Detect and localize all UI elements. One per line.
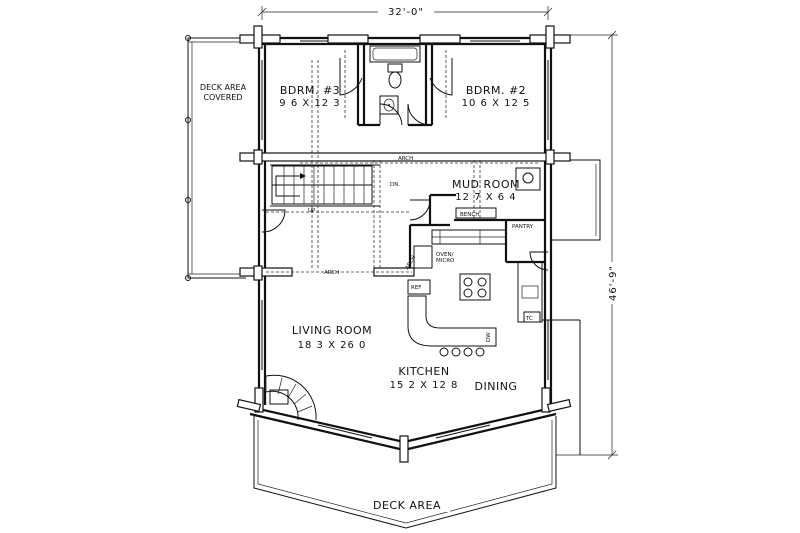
closets <box>344 50 447 120</box>
front-deck: DECK AREA <box>253 416 557 529</box>
width-dimension-label: 32'-0" <box>388 7 424 18</box>
living-room-size: 18 3 X 26 0 <box>298 340 367 351</box>
spiral-stair <box>265 374 317 421</box>
staircase: DN. UP <box>271 165 400 214</box>
living-room-label: LIVING ROOM <box>292 324 372 337</box>
tc-label: TC <box>525 316 533 322</box>
bench-label: BENCH <box>460 212 479 218</box>
doors <box>261 58 549 271</box>
oven-label: OVEN/ <box>436 252 454 258</box>
arch-top-label: ARCH <box>398 156 413 162</box>
micro-label: MICRO <box>436 258 455 264</box>
bedroom-2-label: BDRM. #2 <box>466 84 526 97</box>
bedroom-2-size: 10 6 X 12 5 <box>462 98 531 109</box>
kitchen-size: 15 2 X 12 8 <box>390 380 459 391</box>
covered-deck-label-sub: COVERED <box>203 93 242 102</box>
covered-deck: DECK AREA COVERED <box>185 35 247 281</box>
room-labels: BDRM. #3 9 6 X 12 3 BDRM. #2 10 6 X 12 5… <box>279 84 531 393</box>
kitchen-fixtures: OVEN/ MICRO PANTRY REF DW TC <box>407 224 581 455</box>
bedroom-3-label: BDRM. #3 <box>280 84 340 97</box>
fridge-label: REF <box>411 285 421 291</box>
interior-walls <box>270 44 545 268</box>
beam-lines <box>266 60 540 273</box>
dw-label: DW <box>486 332 492 342</box>
stair-up-label: UP <box>308 208 316 214</box>
kitchen-label: KITCHEN <box>398 365 449 378</box>
exterior-walls <box>245 36 561 452</box>
arch-left-label: ARCH <box>324 270 339 276</box>
width-dimension: 32'-0" <box>257 4 553 20</box>
windows <box>261 40 549 439</box>
pantry-label: PANTRY <box>512 224 534 230</box>
mud-room-label: MUD ROOM <box>452 178 520 191</box>
side-deck <box>552 159 601 241</box>
depth-dimension: 46'-9" <box>556 30 620 460</box>
deck-area-label: DECK AREA <box>373 499 441 512</box>
mud-room-size: 12 7 X 6 4 <box>455 192 516 203</box>
bedroom-3-size: 9 6 X 12 3 <box>279 98 340 109</box>
dining-label: DINING <box>475 380 518 393</box>
covered-deck-label: DECK AREA <box>200 83 247 92</box>
arch-right-label: ARCH <box>405 255 418 271</box>
stair-down-label: DN. <box>390 182 400 188</box>
mud-room-fixtures: BENCH <box>455 167 541 219</box>
depth-dimension-label: 46'-9" <box>608 265 619 301</box>
bathroom <box>369 45 421 115</box>
